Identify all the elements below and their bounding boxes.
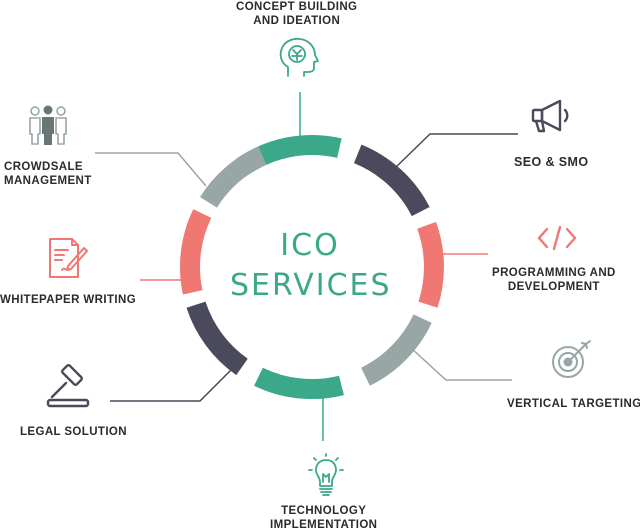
arc-legal xyxy=(186,301,248,376)
label-concept: CONCEPT BUILDING AND IDEATION xyxy=(236,0,357,28)
label-legal: LEGAL SOLUTION xyxy=(20,425,127,439)
code-icon xyxy=(537,225,577,251)
people-icon xyxy=(29,105,67,145)
arc-whitepaper xyxy=(180,209,212,295)
label-concept-line2: AND IDEATION xyxy=(253,15,341,27)
label-crowdsale-line1: CROWDSALE xyxy=(4,161,83,173)
arc-technology xyxy=(254,367,344,399)
connector-crowdsale xyxy=(95,152,207,187)
label-technology: TECHNOLOGY IMPLEMENTATION xyxy=(270,504,377,532)
center-title: ICO SERVICES xyxy=(230,226,390,306)
gavel-icon xyxy=(46,364,90,408)
connector-legal xyxy=(110,367,234,402)
label-targeting: VERTICAL TARGETING xyxy=(507,397,640,411)
arc-crowdsale xyxy=(200,146,267,208)
label-whitepaper: WHITEPAPER WRITING xyxy=(0,293,136,307)
arc-programming xyxy=(417,221,444,308)
label-seo: SEO & SMO xyxy=(514,155,588,169)
label-programming: PROGRAMMING AND DEVELOPMENT xyxy=(492,266,616,294)
label-programming-line2: DEVELOPMENT xyxy=(507,281,600,293)
connector-seo xyxy=(394,133,518,169)
label-concept-line1: CONCEPT BUILDING xyxy=(236,1,358,13)
label-legal-line1: LEGAL SOLUTION xyxy=(20,426,127,438)
label-technology-line1: TECHNOLOGY xyxy=(281,505,367,517)
document-pen-icon xyxy=(49,238,88,278)
label-crowdsale-line2: MANAGEMENT xyxy=(4,175,92,187)
brain-head-icon xyxy=(279,37,319,77)
megaphone-icon xyxy=(531,99,569,133)
label-whitepaper-line1: WHITEPAPER WRITING xyxy=(0,294,137,306)
arc-targeting xyxy=(360,314,432,386)
lightbulb-icon xyxy=(308,453,344,496)
label-technology-line2: IMPLEMENTATION xyxy=(270,519,378,531)
label-crowdsale: CROWDSALE MANAGEMENT xyxy=(4,160,92,188)
label-programming-line1: PROGRAMMING AND xyxy=(492,267,616,279)
arc-seo xyxy=(353,144,430,217)
target-icon xyxy=(552,340,591,378)
label-seo-line1: SEO & SMO xyxy=(514,155,589,169)
label-targeting-line1: VERTICAL TARGETING xyxy=(507,398,640,410)
center-title-line1: ICO xyxy=(280,228,340,263)
connector-targeting xyxy=(410,347,512,381)
center-title-line2: SERVICES xyxy=(230,268,392,303)
